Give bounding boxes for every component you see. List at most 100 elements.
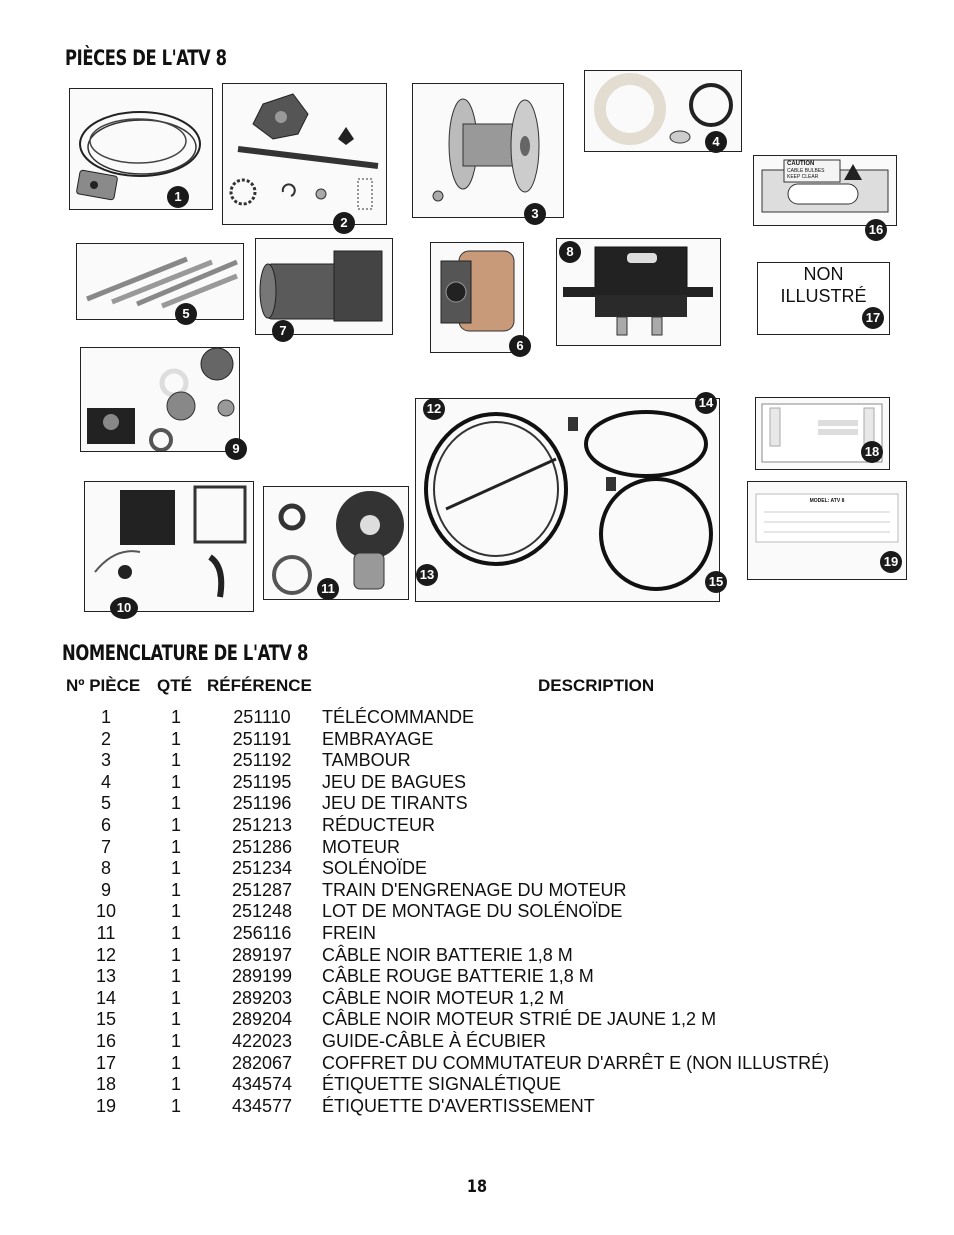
cell-qty: 1 <box>170 1052 181 1073</box>
part-image-tie-rods <box>76 243 244 320</box>
cell-desc: TAMBOUR <box>322 750 411 771</box>
cell-ref: 422023 <box>231 1031 293 1051</box>
cell-desc: CÂBLE NOIR MOTEUR STRIÉ DE JAUNE 1,2 M <box>322 1009 717 1030</box>
callout-4: 4 <box>705 131 727 153</box>
cell-part-no: 15 <box>95 1009 117 1030</box>
cell-qty: 1 <box>170 771 181 792</box>
cell-part-no: 11 <box>96 923 116 943</box>
cell-part-no: 19 <box>95 1095 117 1116</box>
callout-19: 19 <box>880 551 902 573</box>
cell-qty: 1 <box>170 707 181 727</box>
remote-cable-icon <box>76 111 201 201</box>
cell-ref: 289197 <box>231 944 293 965</box>
cell-ref: 251192 <box>232 750 292 771</box>
clutch-icon <box>229 93 379 210</box>
tie-rods-icon <box>86 256 238 309</box>
callout-7: 7 <box>272 320 294 342</box>
part-image-gearbox <box>430 242 524 353</box>
cell-part-no: 12 <box>95 944 117 965</box>
part-image-solenoid-mount <box>84 481 254 612</box>
cell-part-no: 4 <box>100 771 111 792</box>
cell-desc: ÉTIQUETTE SIGNALÉTIQUE <box>322 1074 562 1095</box>
cell-part-no: 6 <box>100 815 111 835</box>
callout-9: 9 <box>225 438 247 460</box>
cell-desc: EMBRAYAGE <box>322 728 434 749</box>
callout-2: 2 <box>333 212 355 234</box>
cell-part-no: 13 <box>95 966 117 987</box>
cell-desc: CÂBLE ROUGE BATTERIE 1,8 M <box>322 966 594 987</box>
fairlead-icon <box>761 159 889 213</box>
cell-desc: CÂBLE NOIR MOTEUR 1,2 M <box>322 987 565 1008</box>
cell-desc: LOT DE MONTAGE DU SOLÉNOÏDE <box>322 901 623 922</box>
gear-train-icon <box>87 348 235 451</box>
callout-3: 3 <box>524 203 546 225</box>
callout-1: 1 <box>167 186 189 208</box>
cell-part-no: 10 <box>95 901 117 922</box>
part-image-cables <box>415 398 720 602</box>
callout-13: 13 <box>416 564 438 586</box>
cell-qty: 1 <box>170 858 181 879</box>
callout-8: 8 <box>559 241 581 263</box>
table-row: 13 1 289199 CÂBLE ROUGE BATTERIE 1,8 M <box>0 966 954 988</box>
part-image-fairlead: CAUTION CABLE BULBES KEEP CLEAR <box>753 155 897 226</box>
col-header-qty: QTÉ <box>157 676 192 695</box>
cell-desc: MOTEUR <box>322 836 400 857</box>
cell-part-no: 17 <box>95 1052 117 1073</box>
cell-qty: 1 <box>170 966 181 987</box>
cell-ref: 289203 <box>231 987 293 1008</box>
cell-ref: 251234 <box>231 858 293 879</box>
cell-desc: FREIN <box>322 923 376 943</box>
solenoid-mount-icon <box>94 485 247 598</box>
cell-ref: 251110 <box>233 707 291 727</box>
page-number: 18 <box>466 1177 488 1197</box>
not-illustrated-line1: NON <box>803 264 844 284</box>
callout-11: 11 <box>317 578 339 600</box>
col-header-part-no: Nº PIÈCE <box>66 676 141 695</box>
cables-icon <box>424 410 713 591</box>
motor-icon <box>259 250 383 322</box>
callout-14: 14 <box>695 392 717 414</box>
callout-17: 17 <box>862 307 884 329</box>
part-image-remote <box>69 88 213 210</box>
part-image-gear-train <box>80 347 240 452</box>
cell-qty: 1 <box>170 1074 181 1095</box>
fairlead-line2: KEEP CLEAR <box>787 174 819 180</box>
cell-desc: RÉDUCTEUR <box>322 815 436 835</box>
cell-qty: 1 <box>170 879 181 900</box>
brake-icon <box>272 491 404 595</box>
cell-part-no: 5 <box>100 793 111 814</box>
solenoid-icon <box>563 246 713 336</box>
cell-desc: TÉLÉCOMMANDE <box>322 707 475 727</box>
cell-ref: 282067 <box>231 1052 293 1073</box>
cell-qty: 1 <box>170 728 181 749</box>
cell-ref: 251191 <box>232 728 292 749</box>
cell-qty: 1 <box>170 1031 181 1051</box>
col-header-desc: DESCRIPTION <box>538 676 655 695</box>
warning-label-icon <box>755 493 899 543</box>
cell-ref: 251248 <box>231 901 293 922</box>
cell-desc: COFFRET DU COMMUTATEUR D'ARRÊT E (NON IL… <box>322 1052 830 1073</box>
cell-ref: 251195 <box>232 771 292 792</box>
cell-qty: 1 <box>170 1009 181 1030</box>
callout-16: 16 <box>865 219 887 241</box>
callout-10: 10 <box>110 597 138 619</box>
bom-heading: NOMENCLATURE DE L'ATV 8 <box>62 641 309 665</box>
bushings-icon <box>594 73 733 145</box>
part-image-solenoid <box>556 238 721 346</box>
cell-ref: 251286 <box>231 836 293 857</box>
part-image-clutch <box>222 83 387 225</box>
table-row: 17 1 282067 COFFRET DU COMMUTATEUR D'ARRÊT … <box>0 1053 954 1075</box>
cell-desc: ÉTIQUETTE D'AVERTISSEMENT <box>322 1095 595 1116</box>
cell-ref: 289199 <box>231 966 293 987</box>
cell-qty: 1 <box>170 987 181 1008</box>
cell-part-no: 3 <box>100 750 111 771</box>
cell-desc: GUIDE-CÂBLE À ÉCUBIER <box>322 1031 547 1051</box>
cell-qty: 1 <box>170 815 181 835</box>
callout-5: 5 <box>175 303 197 325</box>
